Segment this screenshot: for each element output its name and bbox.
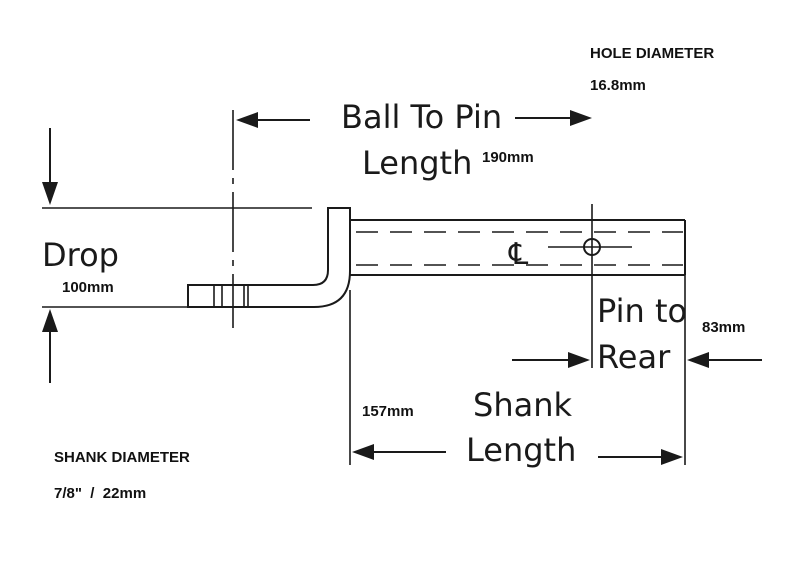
shank-length-label-line2: Length [466,431,576,469]
ball-to-pin-value: 190mm [482,149,534,166]
hole-diameter-title: HOLE DIAMETER [590,45,714,62]
pin-to-rear-label-line1: Pin to [597,292,687,330]
centerline-symbol: ℄ [508,237,528,272]
pin-to-rear-label-line2: Rear [597,338,671,376]
ball-to-pin-arrow-left-head [236,112,258,128]
drop-label: Drop [42,236,119,274]
shank-diameter-value: 7/8" / 22mm [54,485,146,502]
pin-to-rear-arrow-left-head [568,352,590,368]
dimension-arrows [42,110,762,465]
hole-diameter-value: 16.8mm [590,77,646,94]
drop-arrow-top-head [42,182,58,205]
shank-length-label-line1: Shank [473,386,572,424]
ball-to-pin-label-line1: Ball To Pin [341,98,502,136]
extension-lines [42,207,686,465]
ball-mount-drawing: ℄ [187,110,686,328]
ball-to-pin-arrow-right-head [570,110,592,126]
dimension-labels: HOLE DIAMETER 16.8mm Ball To Pin Length … [42,45,745,502]
shank-length-arrow-right-head [661,449,683,465]
pin-to-rear-value: 83mm [702,319,745,336]
drop-arrow-bottom-head [42,309,58,332]
shank-diameter-title: SHANK DIAMETER [54,449,190,466]
drop-value: 100mm [62,279,114,296]
ball-to-pin-label-line2: Length [362,144,472,182]
shank-length-arrow-left-head [352,444,374,460]
shank-length-value: 157mm [362,403,414,420]
pin-to-rear-arrow-right-head [687,352,709,368]
drop-arm-outer-contour [187,207,351,308]
